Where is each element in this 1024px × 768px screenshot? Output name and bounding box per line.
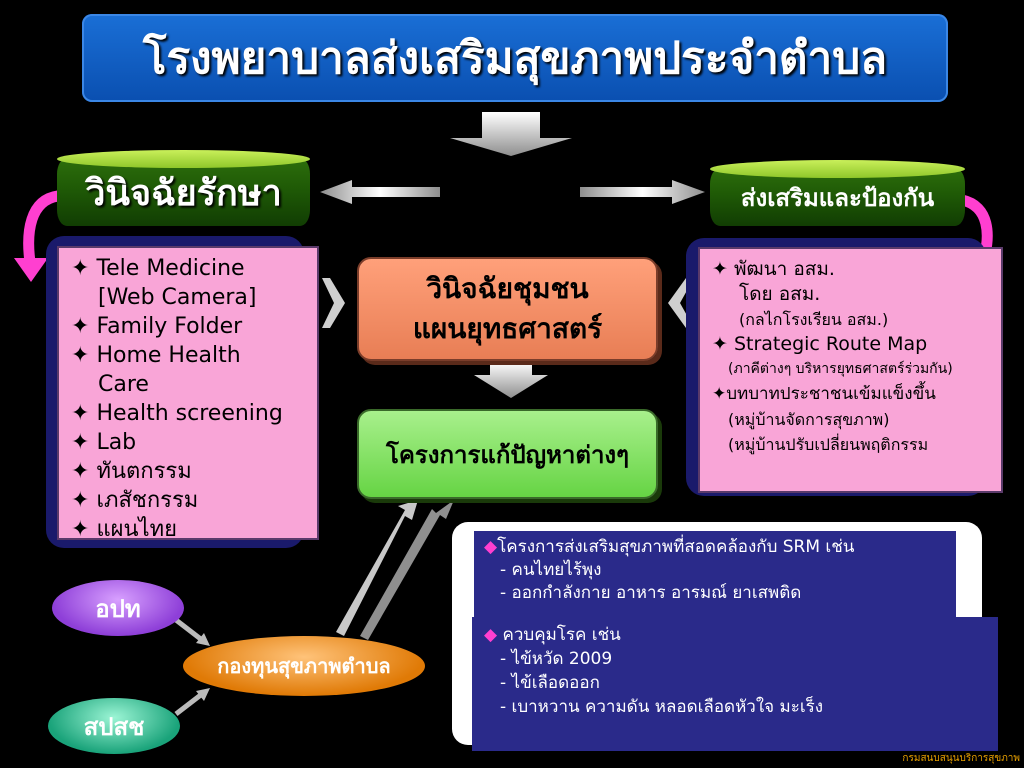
left-magenta-curve-arrow [23,190,60,263]
list-item-continued: [Web Camera] [98,285,257,310]
diagnosis-treatment-label: วินิจฉัยรักษา [85,172,282,214]
box-line: - เบาหวาน ความดัน หลอดเลือดหัวใจ มะเร็ง [500,697,824,717]
list-item: ✦ Home Health [71,343,241,368]
promotion-prevention-cylinder: ส่งเสริมและป้องกัน [710,160,965,226]
a-to-fund-arrow [174,618,204,642]
box-line: - คนไทยไร้พุง [500,560,602,580]
list-item: ✦ Family Folder [71,314,243,339]
community-diagnosis-box: วินิจฉัยชุมชน แผนยุทธศาสตร์ [357,257,658,361]
list-item-note: (หมู่บ้านจัดการสุขภาพ) [728,410,890,429]
local-admin-oval: อปท [52,580,184,636]
list-item: ✦ Lab [71,430,137,455]
b-to-fund-arrow [174,692,204,716]
list-item: ✦บทบาทประชาชนเข้มแข็งขึ้น [712,384,936,404]
community-diagnosis-line2: แผนยุทธศาสตร์ [412,312,603,345]
fund-up-arrow [336,500,418,636]
community-diagnosis-line1: วินิจฉัยชุมชน [426,272,589,305]
list-item: ✦ Tele Medicine [71,256,245,281]
fund-down-arrow [360,500,454,640]
right-arrow [580,180,705,204]
list-item: ✦ Strategic Route Map [712,333,928,355]
list-item: ✦ พัฒนา อสม. [712,258,835,280]
list-item: ✦ ทันตกรรม [71,459,192,484]
list-item: ✦ Health screening [71,401,283,426]
box-line: - ไข้หวัด 2009 [500,649,613,669]
title-down-arrow [450,112,572,156]
list-item-continued: Care [98,372,149,397]
list-item-continued: โดย อสม. [739,283,821,305]
nhso-oval: สปสช [48,698,180,754]
right-to-center-arrow [668,278,694,328]
center-down-arrow [474,362,548,398]
list-item: ✦ เภสัชกรรม [71,488,199,513]
list-item-note: (หมู่บ้านปรับเปลี่ยนพฤติกรรม [728,435,929,454]
promotion-prevention-label: ส่งเสริมและป้องกัน [740,183,935,212]
srm-projects-box: ◆โครงการส่งเสริมสุขภาพที่สอดคล้องกับ SRM… [474,531,956,623]
list-item-note: (กลไกโรงเรียน อสม.) [739,310,889,329]
health-fund-oval: กองทุนสุขภาพตำบล [183,636,425,696]
list-item-note: (ภาคีต่างๆ บริหารยุทธศาสตร์ร่วมกัน) [728,361,953,377]
box-line: ◆โครงการส่งเสริมสุขภาพที่สอดคล้องกับ SRM… [484,537,855,557]
left-to-center-arrow [322,278,345,328]
left-arrow [320,180,440,204]
disease-control-box: ◆ ควบคุมโรค เช่น - ไข้หวัด 2009 - ไข้เลื… [472,617,998,751]
problem-solving-projects-box: โครงการแก้ปัญหาต่างๆ [357,409,658,499]
box-line: - ไข้เลือดออก [500,673,600,693]
box-line: - ออกกำลังกาย อาหาร อารมณ์ ยาเสพติด [500,583,802,603]
treatment-services-list: ✦ Tele Medicine [Web Camera] ✦ Family Fo… [57,246,319,542]
box-line: ◆ ควบคุมโรค เช่น [484,625,621,645]
page-title: โรงพยาบาลส่งเสริมสุขภาพประจำตำบล [82,14,948,102]
list-item: ✦ แผนไทย [71,517,178,542]
promotion-services-list: ✦ พัฒนา อสม. โดย อสม. (กลไกโรงเรียน อสม.… [698,247,1003,493]
diagnosis-treatment-cylinder: วินิจฉัยรักษา [57,150,310,226]
footer-credit: กรมสนบสนุนบริการสุขภาพ [902,753,1020,764]
